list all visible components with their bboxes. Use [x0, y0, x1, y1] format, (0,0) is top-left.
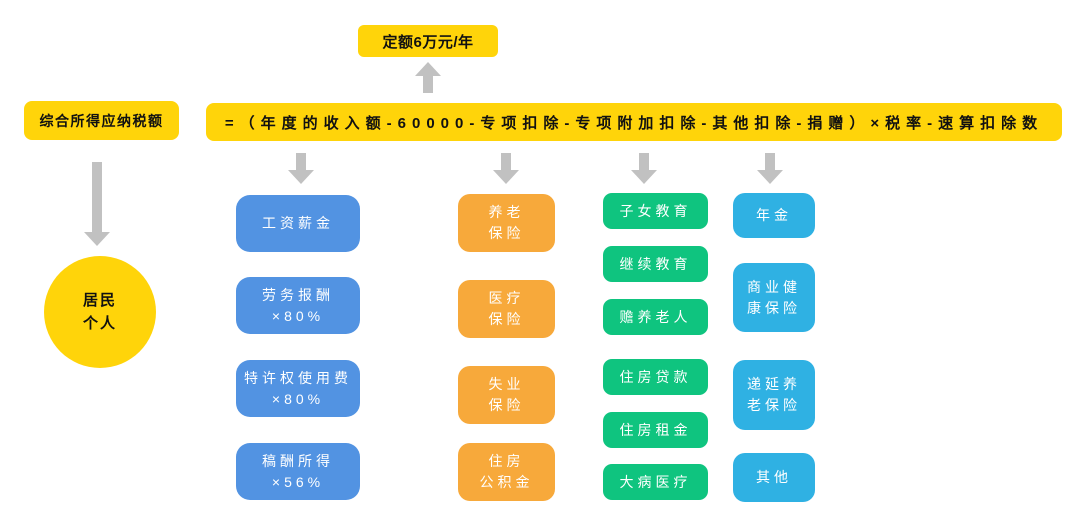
node-label: 大病医疗 [619, 473, 692, 490]
arrow-head [757, 170, 783, 184]
node-label: 住房租金 [619, 421, 692, 438]
arrow-down-icon-additional-deduction [631, 153, 657, 184]
node-label: 继续教育 [619, 255, 692, 272]
node-sublabel: ×56% [271, 473, 325, 490]
node-label: 特许权使用费 [244, 369, 352, 386]
quota-box: 定额6万元/年 [358, 25, 498, 57]
node-housing-fund: 住房 公积金 [458, 443, 555, 501]
arrow-head [84, 232, 110, 246]
formula-bar: =（年度的收入额-60000-专项扣除-专项附加扣除-其他扣除-捐赠）×税率-速… [206, 103, 1062, 141]
node-wages-salary: 工资薪金 [236, 195, 360, 252]
resident-line2: 个人 [82, 315, 117, 332]
arrow-tail [296, 153, 306, 170]
arrow-tail [501, 153, 511, 170]
node-housing-loan: 住房贷款 [603, 359, 708, 395]
node-sublabel: 保险 [488, 397, 525, 413]
node-sublabel: 保险 [488, 311, 525, 327]
arrow-down-icon-special-deduction [493, 153, 519, 184]
node-housing-rent: 住房租金 [603, 412, 708, 448]
node-sublabel: ×80% [271, 307, 325, 324]
node-other: 其他 [733, 453, 815, 502]
node-label: 年金 [756, 207, 792, 223]
node-sublabel: 康保险 [747, 299, 801, 316]
node-continuing-education: 继续教育 [603, 246, 708, 282]
node-medical-insurance: 医疗 保险 [458, 280, 555, 338]
resident-line1: 居民 [82, 291, 117, 309]
arrow-up-icon [415, 62, 441, 93]
arrow-head [288, 170, 314, 184]
arrow-up-head [415, 62, 441, 76]
arrow-tail [92, 162, 102, 232]
node-labor-remuneration: 劳务报酬 ×80% [236, 277, 360, 334]
node-label: 子女教育 [619, 202, 692, 219]
node-label: 医疗 [488, 290, 525, 306]
node-royalty-fees: 特许权使用费 ×80% [236, 360, 360, 417]
arrow-head [631, 170, 657, 184]
node-label: 其他 [756, 469, 792, 485]
node-label: 住房 [488, 453, 525, 469]
arrow-tail [639, 153, 649, 170]
node-label: 养老 [488, 204, 525, 220]
node-sublabel: 保险 [488, 225, 525, 241]
node-sublabel: 老保险 [747, 397, 801, 413]
resident-circle: 居民 个人 [44, 256, 156, 368]
node-label: 失业 [488, 376, 525, 392]
node-serious-illness: 大病医疗 [603, 464, 708, 500]
arrow-down-long-icon [84, 162, 110, 246]
node-author-remuneration: 稿酬所得 ×56% [236, 443, 360, 500]
arrow-down-icon-income [288, 153, 314, 184]
node-sublabel: ×80% [271, 390, 325, 407]
node-commercial-health-insurance: 商业健 康保险 [733, 263, 815, 332]
node-sublabel: 公积金 [479, 474, 534, 490]
node-label: 工资薪金 [262, 215, 334, 231]
arrow-up-tail [423, 76, 433, 93]
node-label: 赡养老人 [619, 308, 692, 325]
node-pension-insurance: 养老 保险 [458, 194, 555, 252]
node-label: 商业健 [747, 278, 801, 295]
result-box: 综合所得应纳税额 [24, 101, 179, 140]
node-label: 住房贷款 [619, 368, 692, 385]
node-annuity: 年金 [733, 193, 815, 238]
node-label: 递延养 [747, 376, 801, 392]
arrow-down-icon-other-deduction [757, 153, 783, 184]
node-children-education: 子女教育 [603, 193, 708, 229]
node-elderly-support: 赡养老人 [603, 299, 708, 335]
node-deferred-pension-insurance: 递延养 老保险 [733, 360, 815, 430]
arrow-head [493, 170, 519, 184]
node-label: 稿酬所得 [262, 452, 334, 469]
arrow-tail [765, 153, 775, 170]
node-label: 劳务报酬 [262, 286, 334, 303]
node-unemployment-insurance: 失业 保险 [458, 366, 555, 424]
